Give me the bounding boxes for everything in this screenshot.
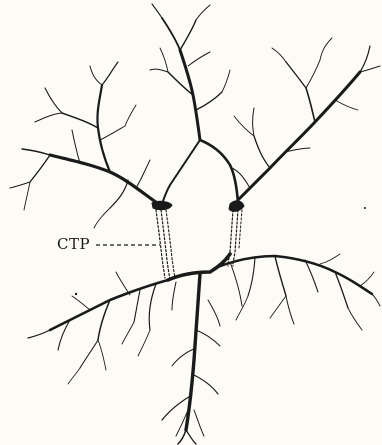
upper-left-dendrite [10, 62, 160, 228]
ctp-label: CTP [57, 235, 90, 253]
upper-right-dendrite [232, 38, 380, 200]
ctp-label-group: CTP [57, 235, 160, 253]
contact-zone-ctp [156, 210, 242, 280]
top-central-dendrite [150, 4, 238, 204]
lower-cell [28, 254, 380, 444]
print-specks [75, 207, 366, 295]
